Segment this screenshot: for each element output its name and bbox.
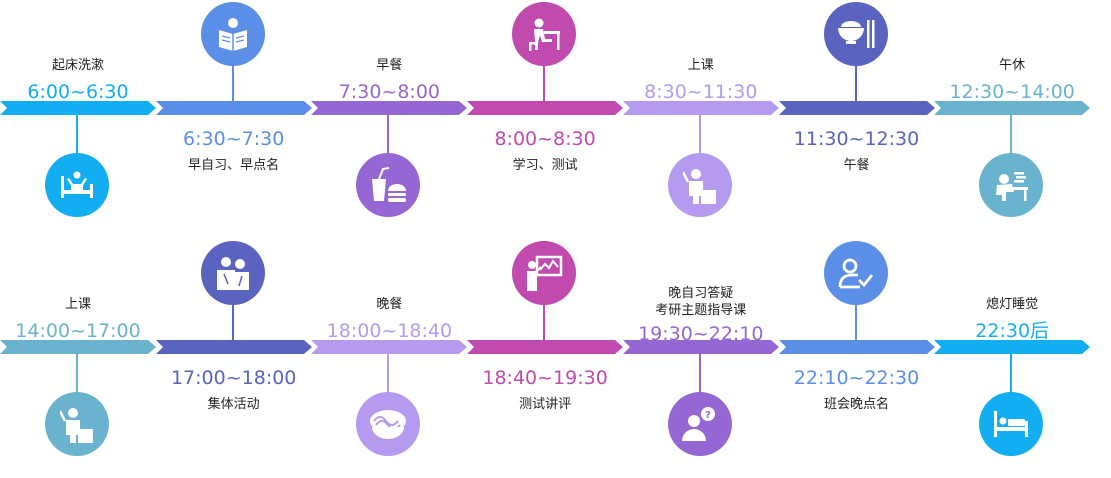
timeline-step: 8:30~11:30 上课 [622,0,779,239]
bed-icon [979,392,1044,456]
activity-label: 晚餐 [376,297,403,312]
roll-call-icon [823,241,888,305]
timeline-arrow [778,101,935,115]
time-range: 19:30~22:10 [638,323,764,345]
time-range: 22:10~22:30 [793,367,920,389]
study-desk-icon [512,2,577,66]
time-range: 14:00~17:00 [15,320,141,342]
question-person-icon: ? [667,392,732,456]
activity-label: 学习、测试 [512,158,578,173]
activity-label: 测试讲评 [519,397,572,412]
timeline-row-1: 6:00~6:30 起床洗漱 6:30~7:30 早自习、早点名 7:30~8:00 早餐… [0,0,1091,239]
timeline-connector [387,115,390,155]
time-range: 18:00~18:40 [326,320,453,342]
timeline-connector [231,64,234,102]
timeline-arrow [155,340,312,354]
timeline-connector [854,303,857,341]
group-activity-icon [200,241,265,305]
nap-icon [979,153,1044,217]
time-range: 6:00~6:30 [27,81,129,103]
timeline-arrow [934,340,1091,354]
timeline-arrow [622,340,779,354]
timeline-step: 8:00~8:30 学习、测试 [467,0,624,239]
timeline-arrow [467,340,624,354]
timeline-step: 22:30后 熄灯睡觉 [934,239,1091,478]
time-range: 18:40~19:30 [482,367,608,389]
timeline-connector [76,354,78,394]
timeline-arrow [0,340,156,354]
time-range: 8:30~11:30 [644,81,758,103]
timeline-row-2: 14:00~17:00 上课 17:00~18:00 集体活动 18:00~18:40 晚… [0,239,1111,478]
activity-label: 班会晚点名 [823,397,889,412]
time-range: 11:30~12:30 [793,128,920,150]
timeline-step: ? 19:30~22:10 晚自习答疑 考研主题指导课 [622,239,779,478]
timeline-step: 22:10~22:30 班会晚点名 [778,239,935,478]
timeline-step: 6:30~7:30 早自习、早点名 [155,0,312,239]
timeline-connector [543,303,546,341]
activity-label: 午餐 [843,158,870,173]
activity-label: 早餐 [376,58,403,73]
waking-up-icon [45,153,109,217]
timeline-step: 6:00~6:30 起床洗漱 [0,0,156,239]
timeline-connector [231,303,234,341]
time-range: 6:30~7:30 [183,128,285,150]
activity-label: 熄灯睡觉 [986,297,1039,312]
timeline-arrow [311,101,468,115]
timeline-step: 11:30~12:30 午餐 [778,0,935,239]
timeline-arrow [155,101,312,115]
timeline-connector [543,64,546,102]
activity-label: 午休 [999,58,1026,73]
time-range: 7:30~8:00 [338,81,441,103]
time-range: 22:30后 [975,320,1050,342]
timeline-step: 12:30~14:00 午休 [934,0,1091,239]
presentation-icon [512,241,577,305]
timeline-connector [854,64,857,102]
timeline-step: 18:00~18:40 晚餐 [311,239,468,478]
timeline-connector [698,354,701,394]
time-range: 12:30~14:00 [949,81,1075,103]
activity-label: 上课 [687,58,714,73]
timeline-connector [387,354,390,394]
timeline-step: 18:40~19:30 测试讲评 [467,239,624,478]
teacher-icon [45,392,109,456]
timeline-arrow [467,101,624,115]
timeline-step: 17:00~18:00 集体活动 [155,239,312,478]
activity-label: 晚自习答疑 考研主题指导课 [655,286,747,318]
timeline-connector [1010,354,1013,394]
activity-label: 起床洗漱 [51,58,104,73]
rice-bowl-icon [823,2,888,66]
drink-burger-icon [356,153,421,217]
activity-label: 上课 [64,297,91,312]
teacher-icon [667,153,732,217]
time-range: 17:00~18:00 [170,367,297,389]
timeline-connector [1010,115,1013,155]
timeline-arrow [0,101,156,115]
reading-icon [200,2,265,66]
activity-label: 集体活动 [207,397,260,412]
timeline-arrow [311,340,468,354]
timeline-arrow [934,101,1091,115]
timeline-step: 7:30~8:00 早餐 [311,0,468,239]
timeline-connector [76,115,78,155]
noodle-bowl-icon [356,392,421,456]
timeline-arrow [778,340,935,354]
time-range: 8:00~8:30 [494,128,596,150]
timeline-connector [698,115,701,155]
svg-text:?: ? [705,410,711,421]
timeline-arrow [622,101,779,115]
activity-label: 早自习、早点名 [188,158,280,173]
timeline-step: 14:00~17:00 上课 [0,239,156,478]
